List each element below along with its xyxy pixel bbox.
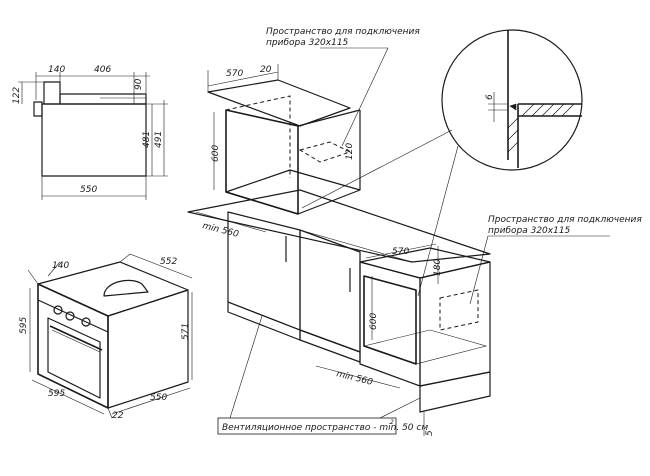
oven-knob-3-icon — [81, 317, 91, 327]
tall-cabinet: 570 20 600 120 Пространство для подключе… — [207, 27, 420, 215]
tall-connection-space — [298, 141, 352, 163]
dim-low-600: 600 — [369, 313, 379, 330]
dim-oven-550: 550 — [150, 393, 167, 403]
side-control-panel — [43, 81, 61, 105]
connection-leader-top — [341, 47, 389, 147]
ventilation-leader-left — [229, 315, 263, 419]
dim-side-90: 90 — [134, 78, 144, 90]
tall-cabinet-opening — [225, 109, 299, 215]
ventilation-callout: Вентиляционное пространство - min. 50 см… — [217, 315, 428, 435]
side-top-strip — [59, 93, 147, 105]
oven-handle — [49, 325, 103, 351]
iso-oven: 140 552 595 571 595 550 22 — [19, 253, 193, 421]
counter-unit: min 560 — [187, 189, 491, 363]
low-plinth — [419, 371, 491, 413]
connection-label-right-line2: прибора 320x115 — [488, 226, 571, 236]
low-cabinet: 570 180 600 min 560 5 Пространство для п… — [315, 215, 642, 436]
oven-knob-2-icon — [65, 311, 75, 321]
dim-tall-20: 20 — [260, 65, 272, 75]
oven-door-window — [47, 317, 101, 399]
dim-low-180: 180 — [433, 259, 443, 276]
dim-tall-570: 570 — [226, 69, 243, 79]
middle-plinth — [299, 329, 361, 363]
oven-side-face — [107, 289, 189, 409]
dim-tall-600: 600 — [211, 145, 221, 162]
dim-counter-min560: min 560 — [201, 221, 240, 240]
connection-label-top-line2: прибора 320x115 — [266, 38, 349, 48]
side-view: 140 406 90 122 481 491 550 — [12, 65, 168, 200]
dim-low-5: 5 — [425, 430, 435, 436]
dim-oven-595-height: 595 — [19, 317, 29, 334]
detail-leader-lower — [417, 145, 459, 297]
low-connection-space — [439, 289, 479, 331]
oven-top-hump — [103, 279, 149, 297]
dim-side-491: 491 — [154, 131, 164, 148]
dim-oven-571: 571 — [181, 323, 191, 340]
dim-side-550: 550 — [80, 185, 97, 195]
left-plinth — [227, 301, 301, 341]
ventilation-superscript: 2 — [390, 419, 394, 426]
dim-oven-595-width: 595 — [48, 389, 65, 399]
dim-side-122: 122 — [12, 87, 22, 104]
dim-oven-552: 552 — [160, 257, 177, 267]
detail-circle-icon — [441, 29, 583, 171]
connection-label-top-line1: Пространство для подключения — [266, 27, 420, 37]
dim-detail-6: 6 — [485, 94, 495, 100]
side-handle — [33, 101, 43, 117]
connection-label-right-line1: Пространство для подключения — [488, 215, 642, 225]
dim-side-481: 481 — [142, 131, 152, 148]
side-body — [41, 103, 147, 177]
low-cabinet-side — [419, 261, 491, 387]
dim-oven-140: 140 — [52, 261, 69, 271]
detail-leader-upper — [301, 129, 453, 209]
dim-low-570: 570 — [392, 247, 409, 257]
ventilation-label: Вентиляционное пространство - min. 50 см — [222, 423, 428, 433]
worktop — [187, 189, 491, 263]
detail-circle: 6 — [441, 29, 583, 171]
dim-side-140: 140 — [48, 65, 65, 75]
dim-tall-120: 120 — [345, 143, 355, 160]
dim-oven-22: 22 — [112, 411, 124, 421]
connection-leader-right — [469, 235, 489, 305]
ventilation-leader-right — [379, 397, 421, 419]
dim-side-406: 406 — [94, 65, 111, 75]
dim-low-min560: min 560 — [335, 369, 374, 388]
oven-knob-1-icon — [53, 305, 63, 315]
